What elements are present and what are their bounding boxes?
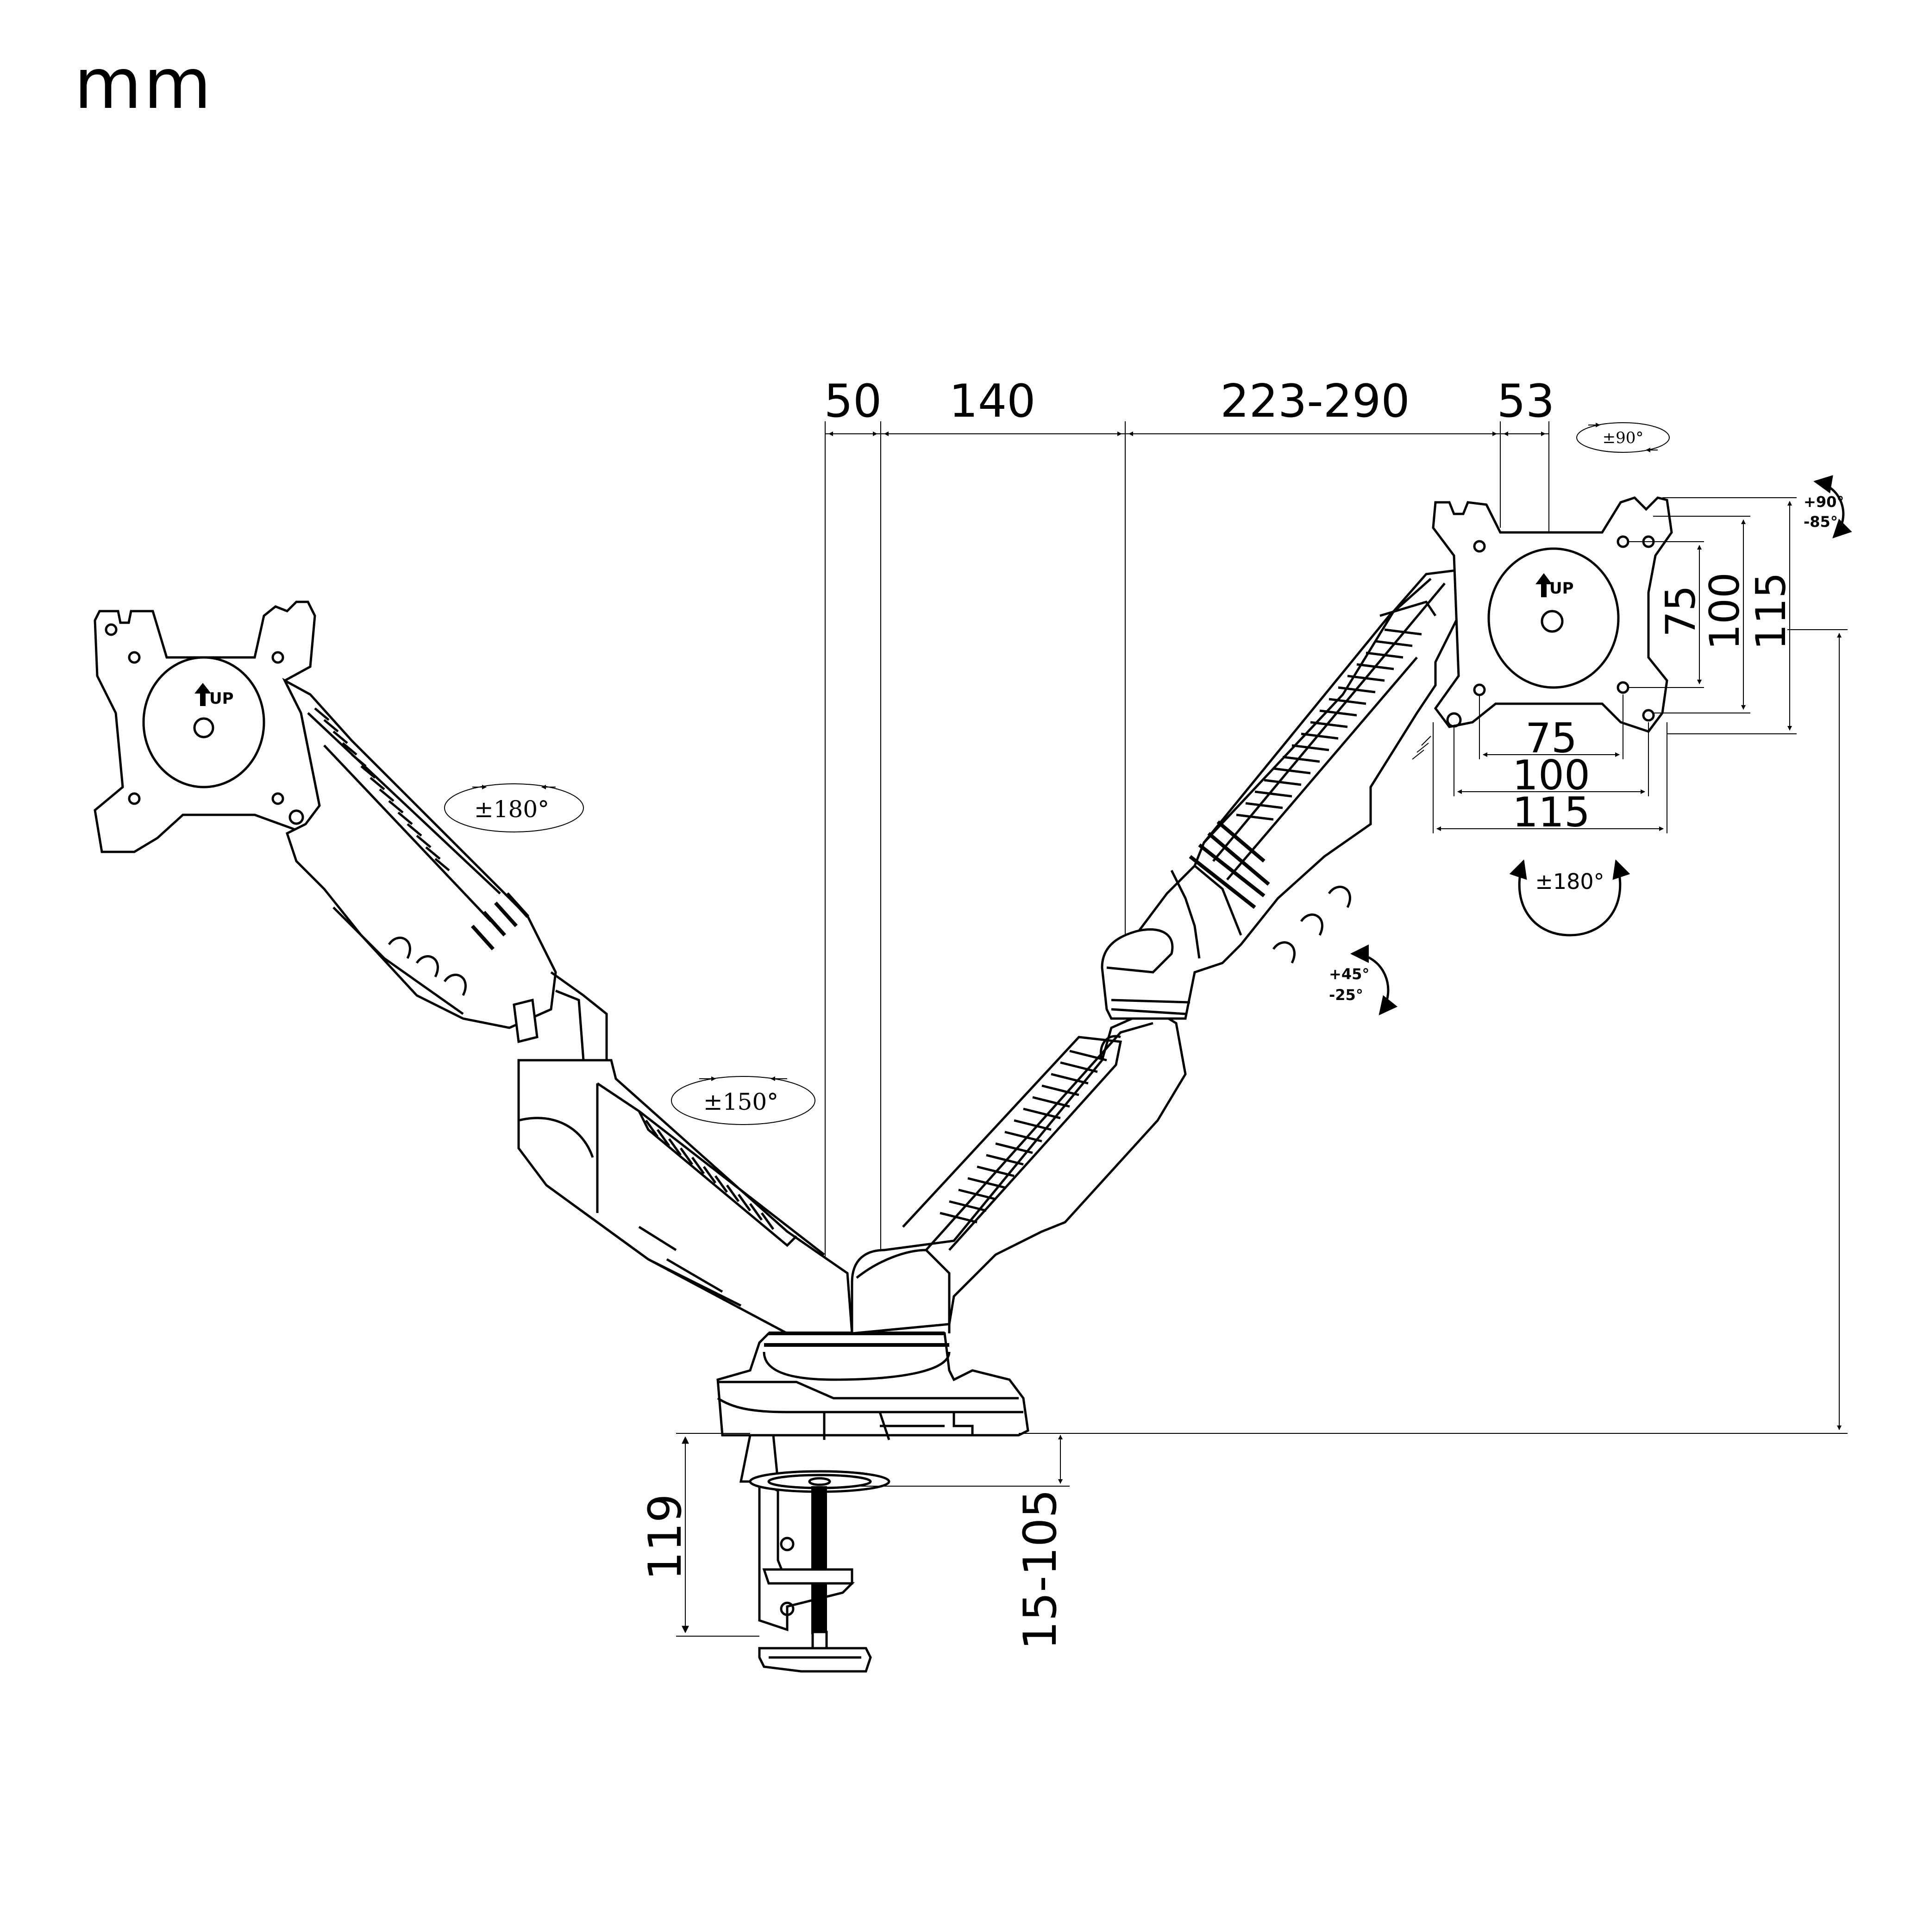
dim-label-140: 140 [949, 375, 1035, 428]
rotation-arrow-icon [1576, 422, 1670, 453]
rotation-arrow-icon [671, 1076, 815, 1125]
rotation-tilt: +90° -85° [1804, 475, 1852, 538]
angle-label-minus: -85° [1804, 513, 1838, 531]
dim-label-53: 53 [1497, 375, 1555, 428]
rotation-arrow-icon [1350, 944, 1398, 1016]
angle-label-plus: +45° [1329, 965, 1369, 983]
central-pole [716, 1332, 1029, 1440]
rotation-left-plate: ±180° [444, 783, 584, 832]
vesa-dimensions: 75 100 115 75 100 115 [1433, 497, 1797, 836]
up-arrow-icon [194, 683, 211, 706]
rotation-lower-arm: ±150° [671, 1076, 815, 1125]
vesa-h-100: 100 [1512, 751, 1590, 799]
angle-label-plus: +90° [1804, 493, 1844, 511]
left-upper-arm [282, 677, 608, 1062]
dim-label-223-290: 223-290 [1220, 375, 1410, 428]
angle-label: ±180° [1535, 869, 1604, 894]
desk-clamp [739, 1434, 890, 1673]
overall-height-dimension [1019, 629, 1848, 1434]
up-arrow-icon [1535, 573, 1552, 597]
dim-label-119: 119 [639, 1494, 692, 1580]
angle-label: ±180° [474, 796, 549, 823]
vesa-v-100: 100 [1701, 572, 1748, 650]
rotation-arrow-icon [1509, 859, 1630, 937]
plate-up-label: UP [209, 689, 234, 708]
rotation-arrow-icon [1813, 475, 1852, 538]
vesa-v-75: 75 [1657, 585, 1704, 637]
vesa-v-115: 115 [1747, 572, 1795, 650]
angle-label: ±90° [1603, 429, 1644, 447]
vesa-h-75: 75 [1525, 714, 1577, 762]
vesa-h-115: 115 [1512, 788, 1590, 836]
right-vesa-plate: UP [1432, 496, 1673, 733]
angle-label-minus: -25° [1329, 986, 1363, 1004]
clamp-dimensions: 119 15-105 [639, 1433, 1070, 1650]
units-label: mm [74, 44, 213, 125]
dim-label-50: 50 [824, 375, 882, 428]
right-upper-arm [1101, 568, 1469, 1020]
rotation-top-plate: ±90° [1576, 422, 1670, 453]
angle-label: ±150° [703, 1088, 778, 1115]
plate-up-label: UP [1549, 579, 1574, 598]
left-vesa-plate: UP [94, 600, 321, 853]
rotation-arrow-icon [444, 783, 584, 832]
rotation-swivel: ±180° [1509, 859, 1630, 937]
top-dimensions: 50 140 223-290 53 [824, 375, 1555, 1340]
rotation-elevation: +45° -25° [1329, 944, 1398, 1016]
dim-label-15-105: 15-105 [1014, 1489, 1067, 1650]
left-lower-arm [517, 1059, 853, 1339]
right-lower-arm [851, 1008, 1187, 1335]
